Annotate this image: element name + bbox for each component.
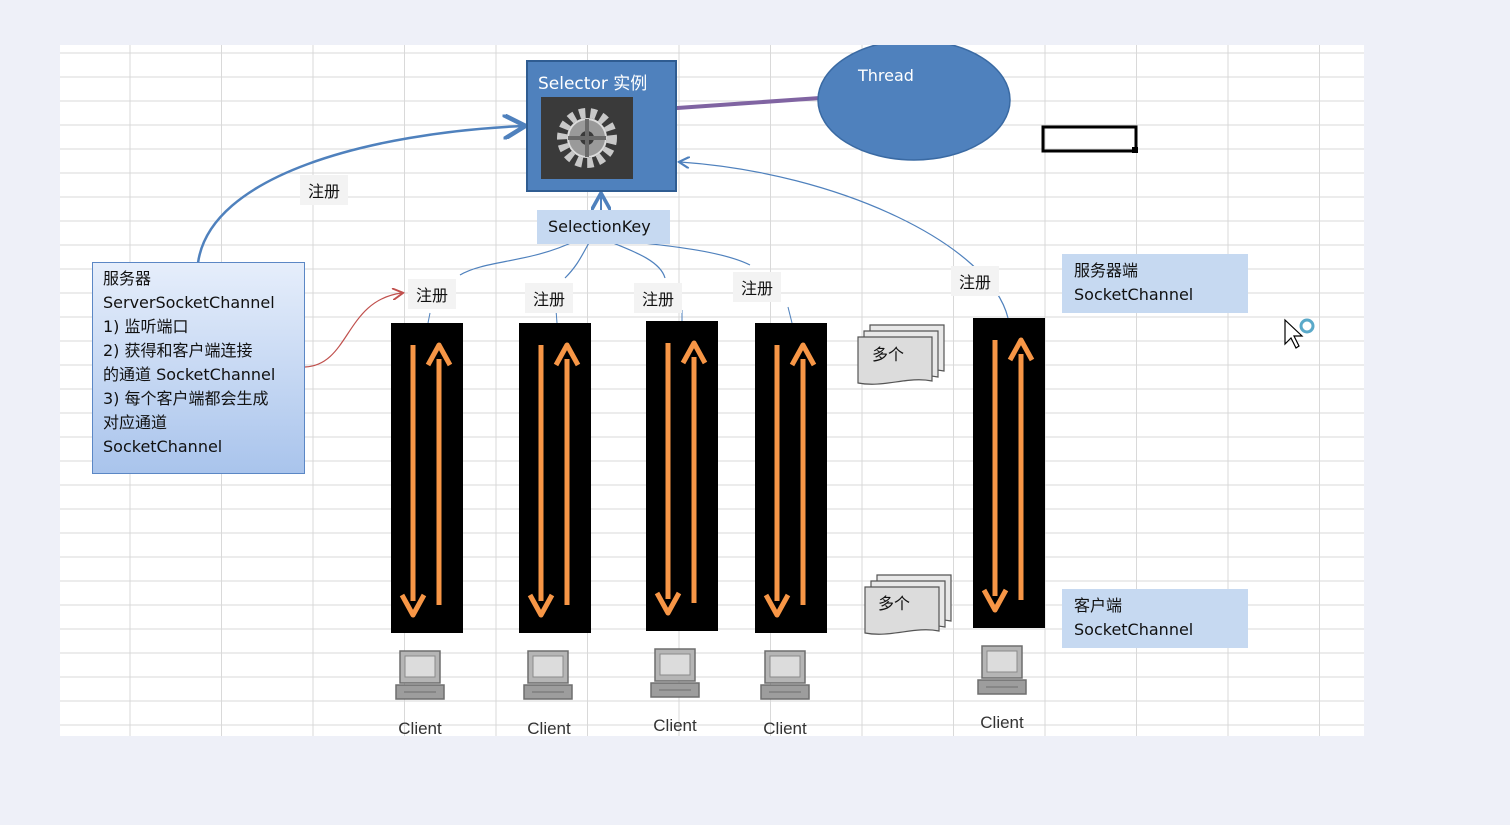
diagram-overlay xyxy=(196,45,1138,700)
selected-cell xyxy=(1041,125,1138,153)
register-label: 注册 xyxy=(525,283,574,313)
register-label: 注册 xyxy=(634,283,683,313)
server-line: 的通道 SocketChannel xyxy=(103,365,276,384)
client-computers xyxy=(395,645,1027,700)
server-line: 2) 获得和客户端连接 xyxy=(103,341,253,360)
legend-client-line2: SocketChannel xyxy=(1074,620,1194,639)
key-link-4 xyxy=(624,240,751,266)
spreadsheet-canvas: Selector 实例 Thread SelectionKey 服务器 Serv… xyxy=(60,45,1364,736)
legend-server-socketchannel: 服务器端 SocketChannel xyxy=(1062,254,1248,313)
thread-link xyxy=(662,96,821,111)
key-link-3 xyxy=(607,240,666,279)
multi-label: 多个 xyxy=(878,594,911,613)
selector-title: Selector 实例 xyxy=(538,74,648,94)
legend-server-line1: 服务器端 xyxy=(1074,261,1139,280)
selectionkey-box xyxy=(537,210,670,244)
computer-icon xyxy=(977,645,1027,695)
server-line: 1) 监听端口 xyxy=(103,317,189,336)
legend-client-line1: 客户端 xyxy=(1074,596,1123,615)
socket-channel xyxy=(755,323,827,633)
server-box: 服务器 ServerSocketChannel 1) 监听端口 2) 获得和客户… xyxy=(92,262,305,474)
socket-channels xyxy=(391,318,1045,633)
server-line: SocketChannel xyxy=(103,437,223,456)
socket-channel xyxy=(973,318,1045,628)
server-line: 3) 每个客户端都会生成 xyxy=(103,389,269,408)
selector-box: Selector 实例 xyxy=(526,60,677,192)
register-label: 注册 xyxy=(300,175,349,205)
thread-label: Thread xyxy=(858,66,914,85)
gear-icon xyxy=(541,97,633,179)
key-link-1 xyxy=(459,240,576,276)
legend-client-socketchannel: 客户端 SocketChannel xyxy=(1062,589,1248,648)
multi-stack-1 xyxy=(857,324,945,385)
key-link-2 xyxy=(564,240,591,279)
server-line: 服务器 xyxy=(103,269,152,288)
register-tick-1 xyxy=(427,312,431,324)
server-to-channel-connector xyxy=(304,293,402,368)
computer-icon xyxy=(523,650,573,700)
socket-channel xyxy=(519,323,591,633)
register-label: 注册 xyxy=(733,272,782,302)
socket-channel xyxy=(391,323,463,633)
client-label: Client xyxy=(398,719,442,736)
selected-cell-handle xyxy=(1132,147,1138,153)
register-label: 注册 xyxy=(408,279,457,309)
computer-icon xyxy=(395,650,445,700)
computer-icon xyxy=(760,650,810,700)
client-label: Client xyxy=(980,713,1024,732)
thread-ellipse xyxy=(817,45,1011,161)
client-label: Client xyxy=(653,716,697,735)
register-label: 注册 xyxy=(951,266,1000,296)
server-line: 对应通道 xyxy=(103,413,168,432)
selectionkey-label: SelectionKey xyxy=(548,217,651,236)
client-label: Client xyxy=(763,719,807,736)
socket-channel xyxy=(646,321,718,631)
computer-icon xyxy=(650,648,700,698)
register-arrow-server xyxy=(196,126,523,264)
client-label: Client xyxy=(527,719,571,736)
register-tick-4 xyxy=(787,306,793,324)
mouse-cursor-icon xyxy=(1283,318,1323,358)
server-line: ServerSocketChannel xyxy=(103,293,275,312)
multi-stack-2 xyxy=(864,574,952,635)
legend-server-line2: SocketChannel xyxy=(1074,285,1194,304)
multi-label: 多个 xyxy=(872,345,905,364)
